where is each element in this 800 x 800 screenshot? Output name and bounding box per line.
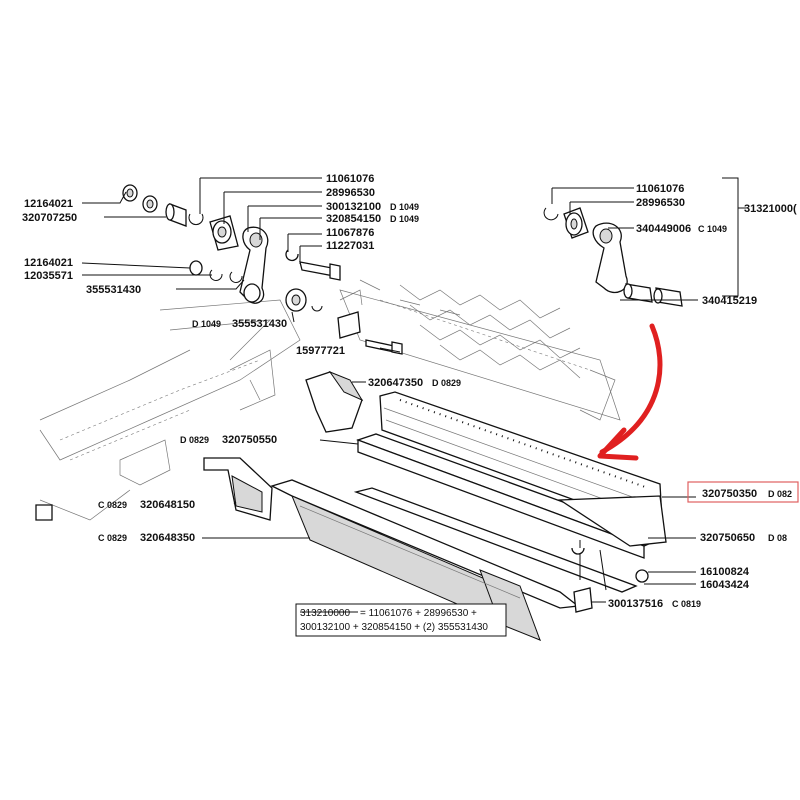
code-340449006: C 1049 <box>698 224 727 234</box>
label-320707250: 320707250 <box>22 212 77 224</box>
part-labels: 11061076 28996530 300132100 D 1049 32085… <box>22 173 797 610</box>
label-16043424: 16043424 <box>700 579 750 591</box>
code-300137516: C 0819 <box>672 599 701 609</box>
code-320750350: D 082 <box>768 489 792 499</box>
label-320750650: 320750650 <box>700 532 755 544</box>
label-300137516: 300137516 <box>608 598 663 610</box>
formula-box: 313210000 = 11061076 + 28996530 + 300132… <box>295 603 507 637</box>
label-320750350: 320750350 <box>702 488 757 500</box>
bushing-assembly-left <box>122 184 403 355</box>
code-320648350: C 0829 <box>98 533 127 543</box>
label-11061076-left: 11061076 <box>326 173 374 185</box>
code-320750650: D 08 <box>768 533 787 543</box>
label-320750550: 320750550 <box>222 434 277 446</box>
label-12164021-mid: 12164021 <box>24 257 73 269</box>
red-pointer-arrow <box>597 323 663 461</box>
label-355531430-left: 355531430 <box>86 284 141 296</box>
code-320647350: D 0829 <box>432 378 461 388</box>
label-28996530-left: 28996530 <box>326 187 375 199</box>
code-320854150: D 1049 <box>390 214 419 224</box>
label-320647350: 320647350 <box>368 377 423 389</box>
formula-line1: = 11061076 + 28996530 + <box>360 608 477 619</box>
label-320854150: 320854150 <box>326 213 381 225</box>
formula-line1-struck: 313210000 <box>300 608 350 619</box>
label-320648150: 320648150 <box>140 499 195 511</box>
label-340415219: 340415219 <box>702 295 757 307</box>
rail-320750650 <box>353 487 667 613</box>
label-12164021-top: 12164021 <box>24 198 73 210</box>
label-355531430-center: 355531430 <box>232 318 287 330</box>
label-28996530-right: 28996530 <box>636 197 685 209</box>
label-313210000: 31321000( <box>744 203 797 215</box>
label-300132100: 300132100 <box>326 201 381 213</box>
label-320648350: 320648350 <box>140 532 195 544</box>
label-12035571: 12035571 <box>24 270 73 282</box>
label-15977721: 15977721 <box>296 345 345 357</box>
label-11067876: 11067876 <box>326 227 374 239</box>
strip-bracket-320647350 <box>305 370 364 433</box>
code-320648150: C 0829 <box>98 500 127 510</box>
label-340449006: 340449006 <box>636 223 691 235</box>
label-11227031: 11227031 <box>326 240 374 252</box>
bracket-320648150 <box>203 457 273 521</box>
background-grate <box>337 279 621 421</box>
leader-lines <box>81 177 746 603</box>
code-320750550: D 0829 <box>180 435 209 445</box>
label-16100824: 16100824 <box>700 566 750 578</box>
background-machine-left <box>35 299 301 521</box>
highlight-box <box>687 481 799 503</box>
formula-line2: 300132100 + 320854150 + (2) 355531430 <box>300 622 488 633</box>
bushing-assembly-right <box>543 207 683 307</box>
label-11061076-right: 11061076 <box>636 183 684 195</box>
code-300132100: D 1049 <box>390 202 419 212</box>
code-d1049: D 1049 <box>192 319 221 329</box>
